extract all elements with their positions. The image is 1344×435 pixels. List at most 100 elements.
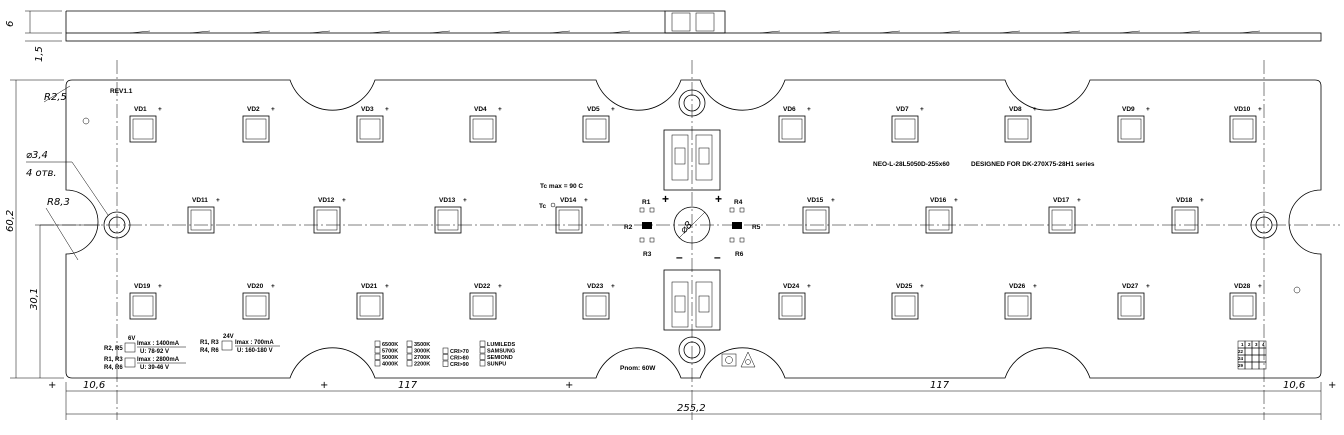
option-checkbox <box>406 353 413 360</box>
led-plus-mark: + <box>463 197 467 204</box>
dim-slot-radius: R8,3 <box>47 197 70 208</box>
led-label: VD17 <box>1053 197 1070 204</box>
option-checkbox <box>442 354 449 361</box>
led-label: VD8 <box>1009 106 1022 113</box>
led-plus-mark: + <box>954 197 958 204</box>
led-label: VD3 <box>361 106 374 113</box>
led-plus-mark: + <box>385 106 389 113</box>
led-plus-mark: + <box>611 283 615 290</box>
grid-cell-label: 4 <box>1262 342 1265 347</box>
led-pad: VD16 + <box>925 197 958 234</box>
grid-cell-label: 29 <box>1238 363 1244 368</box>
config-r46b: R4, R6 <box>200 348 219 354</box>
led-label: VD23 <box>587 283 604 290</box>
led-plus-mark: + <box>920 106 924 113</box>
option-checkbox <box>374 360 381 367</box>
led-label: VD21 <box>361 283 378 290</box>
led-pad: VD4 + <box>469 106 502 143</box>
led-label: VD25 <box>896 283 913 290</box>
led-label: VD18 <box>1176 197 1193 204</box>
option-label: 3500K <box>414 342 430 348</box>
config-imax-2800: Imax : 2800mA <box>137 357 180 363</box>
led-pad: VD10+ <box>1229 106 1262 143</box>
revision-label: REV1.1 <box>110 88 133 95</box>
led-label: VD28 <box>1234 283 1251 290</box>
dim-span-right: 117 <box>930 380 950 391</box>
led-label: VD14 <box>560 197 577 204</box>
led-plus-mark: + <box>1200 197 1204 204</box>
config-u-39-46: U: 39-46 V <box>140 365 169 371</box>
led-pads: VD1+VD2+VD3+VD4+VD5+VD6+VD7+VD8+VD9+VD10… <box>129 106 1262 320</box>
led-plus-mark: + <box>271 283 275 290</box>
option-label: LUMILEDS <box>487 342 515 348</box>
resistor-label-r3: R3 <box>643 251 652 258</box>
config-u-78-92: U: 78-92 V <box>140 349 169 355</box>
option-tables: 6500K5700K5000K4000K3500K3000K2700K2200K… <box>374 340 515 368</box>
dim-corner-radius: R2,5 <box>44 92 67 103</box>
led-plus-mark: + <box>158 106 162 113</box>
led-pad: VD14+ <box>555 197 588 234</box>
config-r46: R4, R6 <box>104 365 123 371</box>
dim-span-left: 117 <box>398 380 418 391</box>
led-plus-mark: + <box>498 106 502 113</box>
led-plus-mark: + <box>1146 283 1150 290</box>
center-hole <box>673 206 711 244</box>
led-label: VD20 <box>247 283 264 290</box>
led-label: VD15 <box>807 197 824 204</box>
led-pad: VD3 + <box>356 106 389 143</box>
config-24v: 24V <box>223 334 234 340</box>
dim-height: 60,2 <box>5 210 16 232</box>
dimensions: 60,2 30,1 R2,5 ⌀3,4 4 отв. R8,3 10,6 10,… <box>5 79 1336 420</box>
dim-thickness-1-5: 1,5 <box>34 46 45 62</box>
grid-cell-label: 2 <box>1248 342 1251 347</box>
led-label: VD13 <box>439 197 456 204</box>
option-checkbox <box>374 347 381 354</box>
svg-text:+: + <box>565 380 573 391</box>
led-plus-mark: + <box>1033 283 1037 290</box>
led-plus-mark: + <box>831 197 835 204</box>
led-pad: VD9+ <box>1117 106 1150 143</box>
recycle-icon <box>740 351 756 368</box>
led-label: VD27 <box>1122 283 1139 290</box>
minus-right: – <box>714 250 721 264</box>
option-label: CRI>70 <box>450 349 469 355</box>
led-label: VD12 <box>318 197 335 204</box>
led-pad: VD18 + <box>1171 197 1204 234</box>
led-pad: VD5+ <box>582 106 615 143</box>
led-pad: VD11+ <box>187 197 220 234</box>
option-checkbox <box>406 340 413 347</box>
option-label: 2700K <box>414 355 430 361</box>
config-imax-1400: Imax : 1400mA <box>137 341 180 347</box>
led-plus-mark: + <box>807 283 811 290</box>
config-r13: R1, R3 <box>104 357 123 363</box>
led-pad: VD26+ <box>1004 283 1037 320</box>
led-pad: VD21+ <box>356 283 389 320</box>
connectors <box>663 129 721 331</box>
config-r13b: R1, R3 <box>200 340 219 346</box>
led-plus-mark: + <box>1033 106 1037 113</box>
led-label: VD22 <box>474 283 491 290</box>
option-checkbox <box>406 360 413 367</box>
option-checkbox <box>406 347 413 354</box>
dim-half-height: 30,1 <box>29 288 40 310</box>
dim-right-offset: 10,6 <box>1283 380 1305 391</box>
dim-thickness-6: 6 <box>5 21 16 27</box>
option-label: 5700K <box>382 349 398 355</box>
led-pad: VD8 + <box>1004 106 1037 143</box>
led-pad: VD17+ <box>1048 197 1081 234</box>
resistor-label-r1: R1 <box>642 199 651 206</box>
grid-cell-label: 22 <box>1238 349 1244 354</box>
led-pad: VD1 + <box>129 106 162 143</box>
svg-text:+: + <box>320 380 328 391</box>
led-plus-mark: + <box>611 106 615 113</box>
option-label: 6500K <box>382 342 398 348</box>
led-label: VD4 <box>474 106 487 113</box>
led-label: VD1 <box>134 106 147 113</box>
led-label: VD16 <box>930 197 947 204</box>
grid-cell-label: 3 <box>1255 342 1258 347</box>
minus-left: – <box>676 250 683 264</box>
board-title: NEO-L-28L5050D-255x60 <box>873 161 950 168</box>
